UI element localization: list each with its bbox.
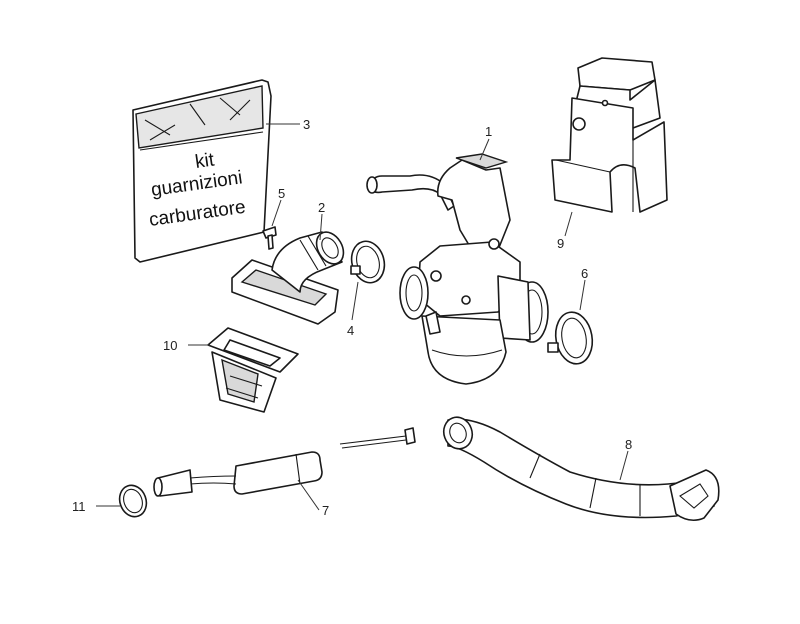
carburetor	[366, 153, 549, 385]
silencer-tube	[153, 427, 416, 497]
callout-11: 11	[72, 499, 86, 514]
cover-block	[551, 57, 668, 213]
callout-labels: 1 2 3 4 5 6 7 8 9 10 11	[72, 117, 632, 518]
callout-5: 5	[278, 186, 285, 201]
gasket-kit-bag: kit guarnizioni carburatore	[132, 79, 272, 263]
callout-6: 6	[581, 266, 588, 281]
callout-2: 2	[318, 200, 325, 215]
callout-4: 4	[347, 323, 354, 338]
callout-10: 10	[163, 338, 177, 353]
intake-manifold	[231, 231, 345, 325]
callout-9: 9	[557, 236, 564, 251]
reed-valve	[207, 327, 299, 413]
leader-lines	[96, 123, 629, 511]
hose-clamp-6	[547, 311, 594, 365]
curved-hose	[442, 416, 720, 522]
callout-7: 7	[322, 503, 329, 518]
small-clamp	[118, 484, 148, 518]
callout-8: 8	[625, 437, 632, 452]
hose-clamp-4	[350, 240, 386, 284]
kit-bag-line-1: kit	[194, 149, 216, 173]
callout-1: 1	[485, 124, 492, 139]
callout-3: 3	[303, 117, 310, 132]
screw	[262, 226, 277, 250]
